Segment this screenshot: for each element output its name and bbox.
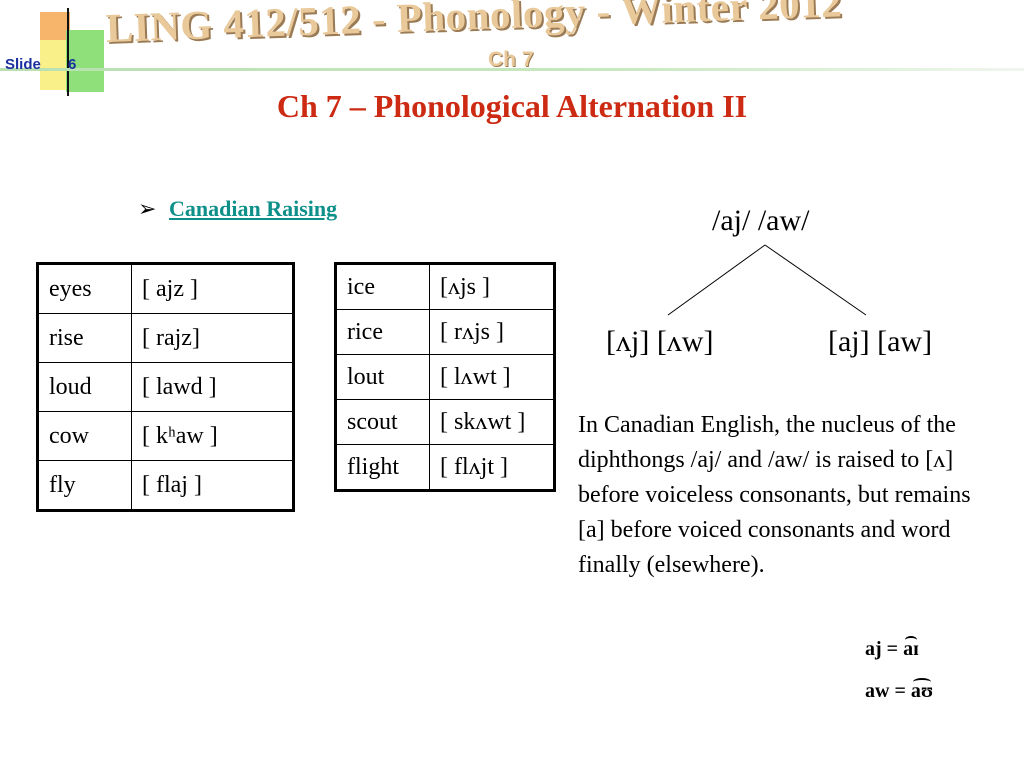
ipa-cell: [ rʌjs ] [429,309,555,355]
word-cell: fly [37,460,132,511]
tree-branch-right [764,244,867,316]
tree-right-label: [aj] [aw] [828,325,933,358]
tree-left-label: [ʌj] [ʌw] [606,325,714,358]
slide-number: 6 [68,56,77,73]
word-cell: flight [335,444,430,491]
table-row: eyes [ ajz ] [37,263,294,314]
table-row: loud [ lawd ] [37,362,294,412]
header-decoration-green [66,30,104,92]
equivalence-aw: aw = aʊ [865,678,934,703]
voiced-examples-table: eyes [ ajz ] rise [ rajz] loud [ lawd ] … [36,262,295,512]
tree-branch-left [667,244,766,316]
voiceless-examples-table: ice [ʌjs ] rice [ rʌjs ] lout [ lʌwt ] s… [334,262,556,492]
header-horizontal-rule [0,68,1024,71]
word-cell: rice [335,309,430,355]
equivalence-left: aj = [865,638,899,660]
table-row: lout [ lʌwt ] [335,354,555,400]
page-title: Ch 7 – Phonological Alternation II [276,88,748,124]
word-cell: loud [37,362,132,412]
table-row: fly [ flaj ] [37,460,294,511]
ipa-cell: [ʌjs ] [429,263,555,310]
canadian-raising-link[interactable]: Canadian Raising [169,196,338,221]
tie-bar-glyph: aʊ [910,678,934,702]
equivalence-aj: aj = aɪ [865,636,919,661]
word-cell: ice [335,263,430,310]
table-row: rice [ rʌjs ] [335,309,555,355]
table-row: ice [ʌjs ] [335,263,555,310]
chapter-label: Ch 7 [488,48,534,71]
header-vertical-rule [67,8,69,96]
word-cell: lout [335,354,430,400]
arrow-bullet-icon: ➢ [138,196,157,221]
equivalence-left: aw = [865,680,906,702]
ipa-cell: [ rajz] [131,313,294,363]
description-text: In Canadian English, the nucleus of the … [578,412,971,578]
ipa-cell: [ lawd ] [131,362,294,412]
tie-bar-glyph: aɪ [903,636,919,660]
ipa-cell: [ skʌwt ] [429,399,555,445]
slide-label: Slide [5,56,41,73]
tree-root-label: /aj/ /aw/ [712,204,810,237]
ipa-cell: [ flaj ] [131,460,294,511]
table-row: flight [ flʌjt ] [335,444,555,491]
ipa-cell: [ kʰaw ] [131,411,294,461]
ipa-cell: [ flʌjt ] [429,444,555,491]
ipa-cell: [ lʌwt ] [429,354,555,400]
